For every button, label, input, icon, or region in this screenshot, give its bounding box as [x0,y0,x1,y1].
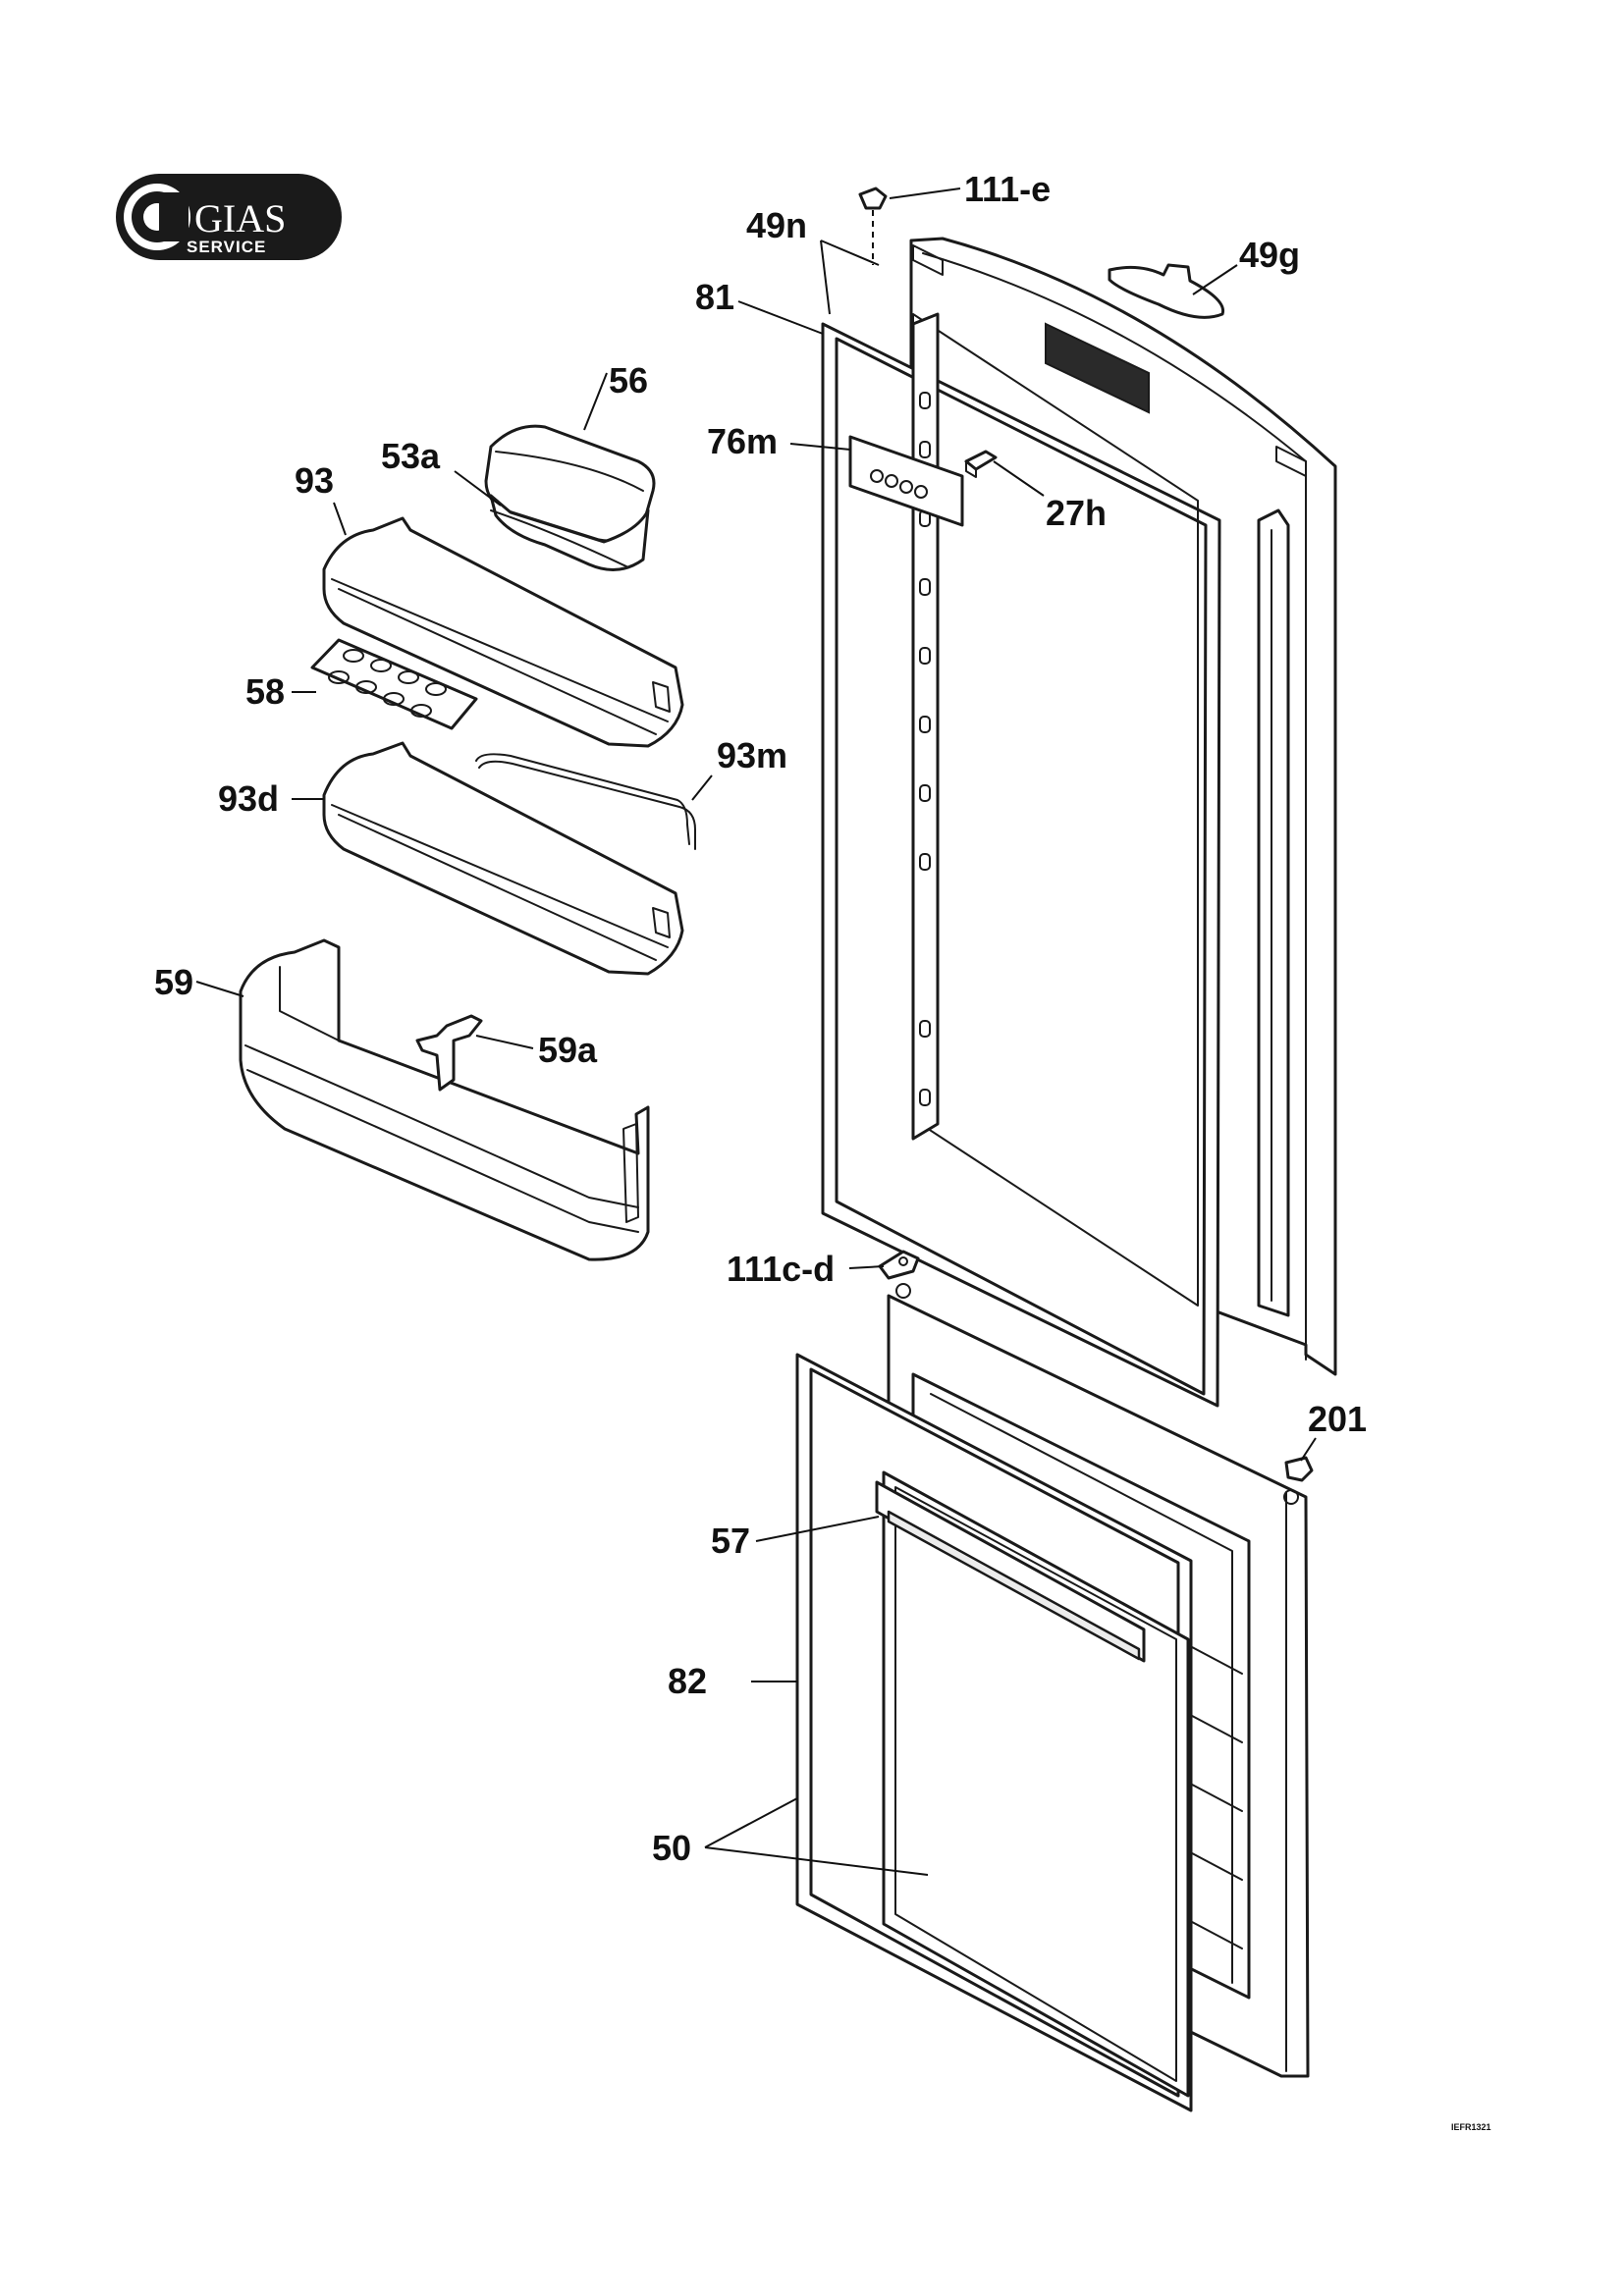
part-59a-divider [415,1014,483,1092]
label-93d: 93d [218,778,279,819]
label-53a: 53a [381,436,441,476]
part-111e-screw [858,187,888,265]
label-81: 81 [695,277,734,317]
label-82: 82 [668,1661,707,1701]
label-49g: 49g [1239,235,1300,275]
logo-sub-text: SERVICE [187,238,266,256]
leader-lines [195,187,1317,1876]
logo-main-text: GIAS [194,196,286,240]
part-59-bottle-shelf [239,938,650,1261]
label-57: 57 [711,1521,750,1561]
label-93: 93 [295,460,334,501]
part-76m-panel [848,435,964,527]
part-49g-handle [1108,263,1225,319]
label-50: 50 [652,1828,691,1868]
label-27h: 27h [1046,493,1107,533]
part-27h-pin [964,450,998,478]
label-111cd: 111c-d [727,1249,835,1289]
part-201-cap [1284,1456,1314,1482]
egg-cups [328,649,447,718]
part-93d-balcony [322,741,684,976]
label-201: 201 [1308,1399,1367,1439]
label-56: 56 [609,360,648,400]
upper-door-inner-liner [911,312,1199,1307]
label-76m: 76m [707,421,778,461]
label-59a: 59a [538,1030,598,1070]
label-49n: 49n [746,205,807,245]
part-57-flap [875,1480,1146,1663]
part-labels: 111-e 49n 49g 81 56 53a 93 76m 27h 58 93… [154,169,1367,1868]
label-59: 59 [154,962,193,1002]
part-93m-wire [475,753,696,850]
part-111cd-hinge [878,1250,920,1280]
part-58-egg-tray [310,638,478,730]
drawing-code: IEFR1321 [1451,2122,1491,2132]
label-93m: 93m [717,735,787,775]
label-58: 58 [245,671,285,712]
gias-service-logo: GIAS SERVICE [116,174,342,260]
label-111e: 111-e [964,169,1051,209]
part-93-balcony [322,516,684,748]
part-53a-dairy-base [489,494,650,571]
rail-slots [919,392,931,1106]
